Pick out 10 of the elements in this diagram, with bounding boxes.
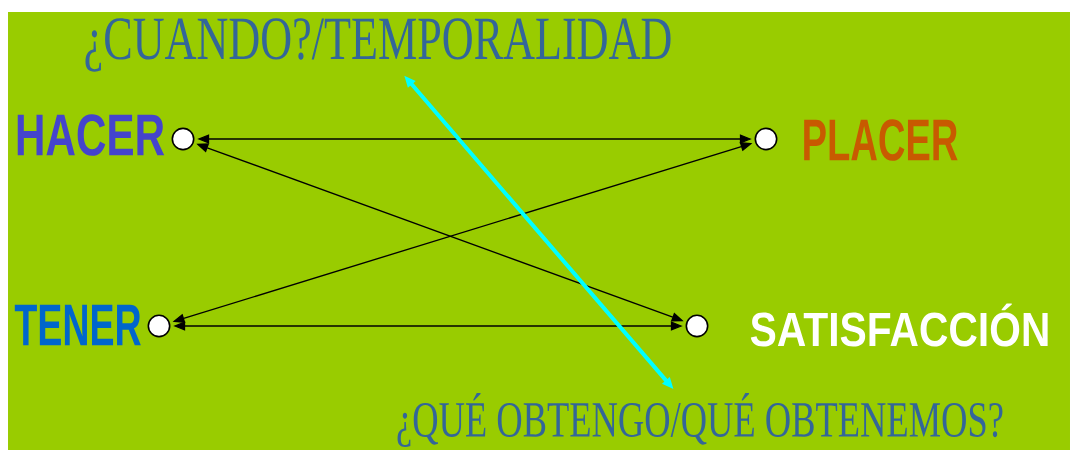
connector-circle	[754, 127, 778, 151]
connector-circle	[685, 314, 709, 338]
connector-circle	[147, 314, 171, 338]
word-label: TENER	[14, 304, 141, 346]
heading-text: ¿CUANDO?/TEMPORALIDAD	[85, 18, 671, 72]
question-text: ¿QUÉ OBTENGO/QUÉ OBTENEMOS?	[397, 393, 1003, 447]
word-label: SATISFACCIÓN	[750, 303, 1048, 347]
word-label: PLACER	[804, 119, 958, 161]
connector-circle	[171, 127, 195, 151]
word-label: HACER	[17, 114, 165, 156]
